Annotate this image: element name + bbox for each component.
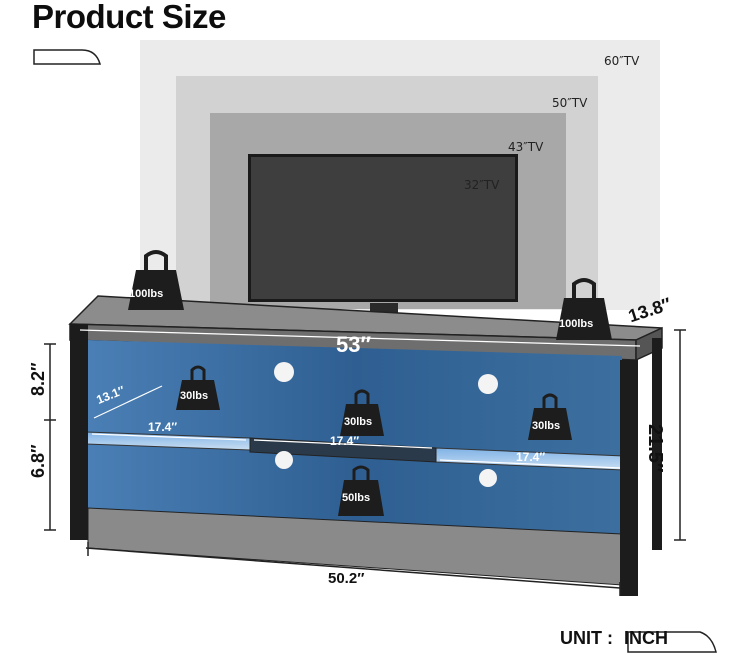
unit-indicator: UNIT : INCH	[560, 628, 668, 649]
shelf-width-middle-label: 17.4″	[330, 434, 360, 448]
upper-shelf-height-label: 8.2″	[28, 362, 48, 396]
weight-top-right-label: 100lbs	[559, 318, 594, 330]
shelf-width-right-label: 17.4″	[516, 450, 546, 464]
bottom-width-label: 50.2″	[328, 570, 365, 587]
weight-bottom-icon	[338, 465, 384, 516]
shelf-middle-mesh	[249, 437, 437, 463]
title-underline-tab	[33, 49, 101, 65]
weight-shelf-right-icon	[528, 393, 572, 440]
weight-bottom-label: 50lbs	[342, 492, 371, 504]
unit-value: INCH	[624, 628, 669, 648]
leg-front-left	[70, 324, 88, 540]
lower-shelf-height-label: 6.8″	[28, 444, 48, 478]
tv-43-label: 43″TV	[508, 140, 544, 154]
tv-32-screen	[248, 154, 518, 302]
weight-shelf-right-label: 30lbs	[532, 420, 561, 432]
weight-shelf-left-icon	[176, 365, 220, 410]
weight-top-left-icon	[128, 250, 184, 310]
leg-back-right	[652, 338, 662, 550]
tv-32-label: 32″TV	[464, 178, 500, 192]
unit-separator: :	[607, 628, 614, 648]
unit-tab-outline	[627, 631, 717, 653]
tv-60-label: 60″TV	[604, 54, 640, 68]
tv-50-label: 50″TV	[552, 96, 588, 110]
top-width-label: 53″	[336, 332, 372, 357]
weight-shelf-left-label: 30lbs	[180, 390, 209, 402]
height-label: 21.5″	[644, 424, 666, 473]
weight-top-right-icon	[556, 278, 612, 340]
weight-top-left-label: 100lbs	[129, 288, 164, 300]
weight-shelf-middle-label: 30lbs	[344, 416, 373, 428]
shelf-width-left-label: 17.4″	[148, 420, 178, 434]
leg-front-right	[620, 360, 638, 596]
weight-shelf-middle-icon	[340, 389, 384, 436]
page-title: Product Size	[32, 0, 226, 35]
unit-label: UNIT	[560, 628, 602, 648]
